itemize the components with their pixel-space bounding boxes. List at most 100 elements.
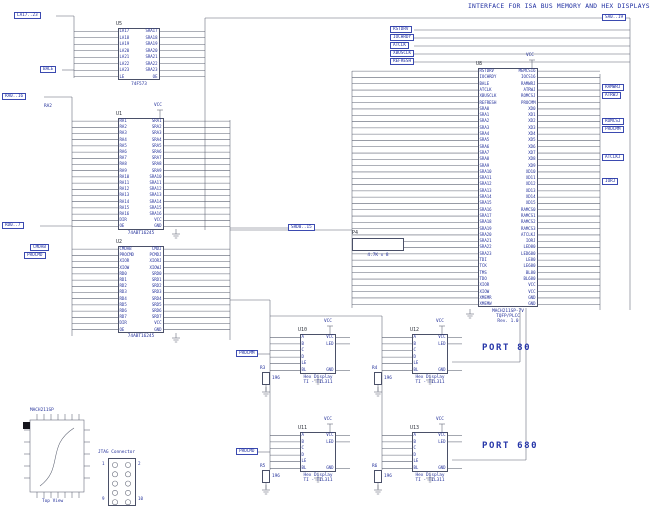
pin-U12-B: B bbox=[413, 340, 416, 346]
ic-U2 bbox=[118, 246, 164, 333]
pin-U8-VCC: VCC bbox=[528, 282, 536, 288]
schematic-title: INTERFACE FOR ISA BUS MEMORY AND HEX DIS… bbox=[468, 3, 650, 10]
p4-ref-designator: P4 bbox=[352, 230, 359, 236]
net-tag-le80: PROCMM bbox=[236, 350, 258, 357]
pin-U5-LA22: LA22 bbox=[119, 60, 130, 66]
pin-U12-A: A bbox=[413, 334, 416, 339]
p4-caption: 4.7K x 8 bbox=[367, 253, 389, 258]
pin-U2-CMDAB: CMDAB bbox=[119, 246, 132, 251]
part-label-U11: TI - TIL311 bbox=[303, 478, 333, 484]
ic-U11 bbox=[300, 432, 336, 472]
pin-U13-LED: LED bbox=[438, 438, 446, 444]
pin-U8-MEMCS16: MEMCS16 bbox=[518, 68, 536, 73]
pin-U2-DIR: DIR bbox=[119, 320, 127, 326]
net-tag-rstdrv: RSTDRV bbox=[390, 26, 412, 33]
resistor-value-R6: 196 bbox=[384, 474, 392, 479]
pin-U8-SRA21: SRA21 bbox=[479, 238, 492, 244]
part-label-U12: Hex Display bbox=[415, 375, 445, 381]
pin-U1-SRA10: SRA10 bbox=[149, 173, 162, 179]
pin-U5-SRA19: SRA19 bbox=[145, 41, 158, 46]
net-tag-xbusclk: XBUSCLK bbox=[390, 50, 415, 57]
pin-U5-LA17: LA17 bbox=[119, 28, 130, 33]
pin-U8-SRA8: SRA8 bbox=[479, 156, 490, 162]
net-tag-cmdab: CMDAB bbox=[30, 244, 49, 251]
pin-U11-LED: LED bbox=[326, 438, 334, 444]
pin-U8-SRA16: SRA16 bbox=[479, 206, 492, 212]
pin-U2-RD1: RD1 bbox=[119, 277, 127, 282]
pin-U8-BL80: BL80 bbox=[525, 269, 536, 275]
part-label-U5: 74F573 bbox=[131, 81, 147, 87]
pin-U2-SRD0: SRD0 bbox=[151, 270, 162, 276]
vcc-label: VCC bbox=[526, 53, 534, 58]
pin-U8-SRA11: SRA11 bbox=[479, 175, 492, 181]
pin-U5-LA23: LA23 bbox=[119, 67, 130, 72]
pin-U12-C: C bbox=[413, 347, 416, 353]
pin-U5-SRA21: SRA21 bbox=[145, 54, 158, 59]
pin-U10-LED: LED bbox=[326, 340, 334, 346]
pin-U5-LA18: LA18 bbox=[119, 34, 130, 40]
pin-U2-RD0: RD0 bbox=[119, 270, 127, 276]
pin-U8-XD13: XD13 bbox=[525, 187, 536, 193]
pin-U10-GND: GND bbox=[326, 367, 334, 372]
pin-U10-C: C bbox=[301, 347, 304, 353]
pin-U8-RSTDRV: RSTDRV bbox=[479, 68, 494, 73]
net-tag-rd: RD0..7 bbox=[2, 222, 24, 229]
resistor-pack-p4 bbox=[352, 238, 404, 251]
pin-U8-XD9: XD9 bbox=[528, 162, 536, 168]
pin-U11-C: C bbox=[301, 445, 304, 451]
pin-U1-SRA9: SRA9 bbox=[151, 167, 162, 173]
pin-U8-LE680: LE680 bbox=[523, 263, 536, 269]
pin-U8-SRA7: SRA7 bbox=[479, 149, 490, 155]
pin-U12-LED: LED bbox=[438, 340, 446, 346]
net-tag-ramwrj: RAMWRJ bbox=[602, 84, 624, 91]
pin-U2-RD3: RD3 bbox=[119, 289, 127, 295]
pin-U8-LE80: LE80 bbox=[525, 257, 536, 262]
pin-U8-TDI: TDI bbox=[479, 257, 487, 262]
pin-U5-LA19: LA19 bbox=[119, 41, 130, 46]
pin-U8-SRA14: SRA14 bbox=[479, 194, 492, 199]
net-tag-procmd: PROCMD bbox=[24, 252, 46, 259]
pin-U2-XIOWJ: XIOWJ bbox=[149, 264, 162, 270]
pin-U1-RA13: RA13 bbox=[119, 192, 130, 198]
pin-U8-SRA22: SRA22 bbox=[479, 244, 492, 250]
resistor-value-R3: 196 bbox=[272, 376, 280, 381]
pin-U8-XD8: XD8 bbox=[528, 156, 536, 162]
ic-U10 bbox=[300, 334, 336, 374]
pin-U8-RAMCS1: RAMCS1 bbox=[521, 212, 536, 218]
pin-U2-SRD5: SRD5 bbox=[151, 301, 162, 307]
part-label-U13: Hex Display bbox=[415, 473, 445, 479]
pin-U2-SRD2: SRD2 bbox=[151, 283, 162, 289]
vcc-label: VCC bbox=[324, 319, 332, 324]
pin-U1-SRA16: SRA16 bbox=[149, 211, 162, 216]
pin-U2-XIOW: XIOW bbox=[119, 264, 130, 270]
pin-U8-XD7: XD7 bbox=[528, 149, 536, 155]
pin-U8-LED680: LED680 bbox=[521, 250, 536, 256]
resistor-R6 bbox=[374, 470, 382, 483]
ic-U12 bbox=[412, 334, 448, 374]
part-label-U8: Rev. 1.0 bbox=[497, 319, 519, 325]
pin-U1-RA11: RA11 bbox=[119, 180, 130, 185]
ref-U13: U13 bbox=[410, 425, 420, 431]
pin-U5-SRA23: SRA23 bbox=[145, 67, 158, 72]
pin-U10-VCC: VCC bbox=[326, 334, 334, 339]
pin-U2-SRD3: SRD3 bbox=[151, 289, 162, 295]
pin-U5-SRA18: SRA18 bbox=[145, 34, 158, 40]
net-label-ra2: RA2 bbox=[44, 104, 52, 109]
pin-U8-TMS: TMS bbox=[479, 269, 487, 275]
pin-U8-RAMCS0: RAMCS0 bbox=[521, 206, 536, 212]
pin-U8-SRA10: SRA10 bbox=[479, 168, 492, 174]
pin-U1-RA4: RA4 bbox=[119, 136, 127, 142]
pin-U2-RD2: RD2 bbox=[119, 283, 127, 289]
pin-U2-OE: OE bbox=[119, 326, 125, 332]
part-label-U11: Hex Display bbox=[303, 473, 333, 479]
pin-U2-PROCMD: PROCMD bbox=[119, 252, 134, 258]
pin-U8-SRA20: SRA20 bbox=[479, 231, 492, 237]
vcc-label: VCC bbox=[154, 103, 162, 108]
pin-U8-XD11: XD11 bbox=[525, 175, 536, 181]
pin-U1-RA5: RA5 bbox=[119, 142, 127, 148]
resistor-R5 bbox=[262, 470, 270, 483]
vcc-label: VCC bbox=[324, 417, 332, 422]
pin-U2-SRD7: SRD7 bbox=[151, 314, 162, 320]
pin-U8-SRA15: SRA15 bbox=[479, 200, 492, 206]
